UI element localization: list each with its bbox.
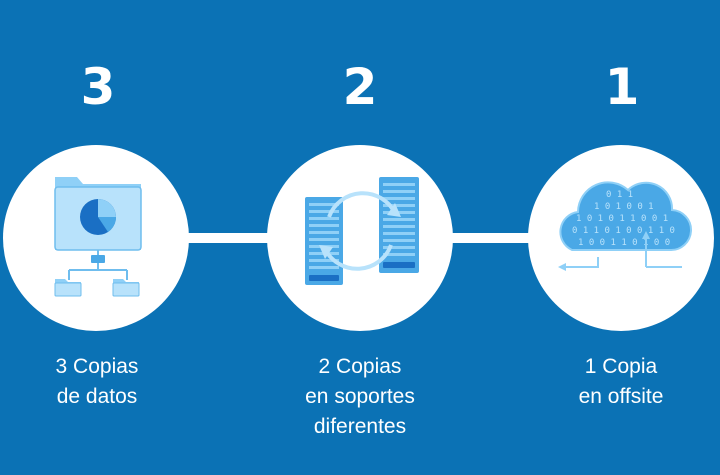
caption-line: en soportes — [305, 385, 415, 408]
step-number-three: 3 — [80, 58, 116, 116]
step-circle-three — [3, 145, 189, 331]
caption-line: 2 Copias — [318, 355, 402, 378]
step-number-one: 1 — [604, 58, 640, 116]
connector-line-right — [440, 233, 540, 243]
caption-line: diferentes — [313, 415, 407, 438]
step-circle-two — [267, 145, 453, 331]
caption-line: en offsite — [578, 385, 664, 408]
step-caption-three: 3 Copias de datos — [0, 352, 197, 412]
step-caption-two: 2 Copias en soportes diferentes — [260, 352, 460, 442]
svg-text:1 0 1 0 1 1 0 0 1: 1 0 1 0 1 1 0 0 1 — [576, 214, 668, 224]
step-number-two: 2 — [342, 58, 378, 116]
cloud-binary-icon: 0 1 1 1 0 1 0 0 1 1 0 1 0 1 1 0 0 1 0 1 … — [558, 181, 693, 271]
caption-line: 1 Copia — [584, 355, 658, 378]
servers-sync-icon — [305, 177, 419, 285]
svg-text:1 0 0 1 1 0 1 0 0: 1 0 0 1 1 0 1 0 0 — [578, 238, 670, 248]
folder-network-icon — [54, 177, 142, 297]
step-circle-one: 0 1 1 1 0 1 0 0 1 1 0 1 0 1 1 0 0 1 0 1 … — [528, 145, 714, 331]
caption-line: 3 Copias — [55, 355, 139, 378]
svg-text:0 1 1: 0 1 1 — [606, 190, 633, 200]
svg-text:1 0 1 0 0 1: 1 0 1 0 0 1 — [594, 202, 654, 212]
svg-text:0 1 1 0 1 0 0 1 1 0: 0 1 1 0 1 0 0 1 1 0 — [572, 226, 675, 236]
connector-line-left — [180, 233, 280, 243]
step-caption-one: 1 Copia en offsite — [521, 352, 720, 412]
caption-line: de datos — [56, 385, 138, 408]
